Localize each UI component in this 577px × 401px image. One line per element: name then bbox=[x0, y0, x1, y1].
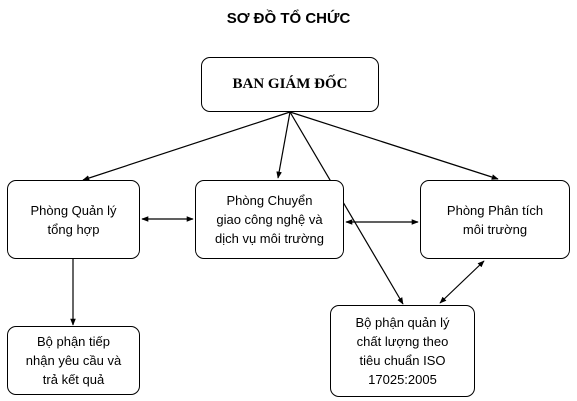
edge-ptmt-qlcl bbox=[439, 260, 485, 304]
edge-bgd-to-cgcn bbox=[276, 111, 291, 179]
node-ban-giam-doc: BAN GIÁM ĐỐC bbox=[201, 57, 379, 112]
node-bo-phan-quan-ly-chat-luong-label: Bộ phận quản lý chất lượng theo tiêu chu… bbox=[355, 315, 450, 387]
node-bo-phan-tiep-nhan: Bộ phận tiếp nhận yêu cầu và trả kết quả bbox=[7, 326, 140, 395]
node-ban-giam-doc-label: BAN GIÁM ĐỐC bbox=[232, 76, 348, 92]
node-bo-phan-quan-ly-chat-luong: Bộ phận quản lý chất lượng theo tiêu chu… bbox=[330, 305, 475, 397]
node-phong-quan-ly-tong-hop-label: Phòng Quản lý tổng hợp bbox=[30, 202, 117, 237]
node-phong-chuyen-giao-label: Phòng Chuyển giao công nghệ và dịch vụ m… bbox=[215, 193, 324, 246]
page-title: SƠ ĐỒ TỔ CHỨC bbox=[226, 10, 351, 27]
edge-bgd-to-qlth bbox=[82, 111, 291, 181]
node-phong-phan-tich-label: Phòng Phân tích môi trường bbox=[446, 202, 544, 237]
node-phong-quan-ly-tong-hop: Phòng Quản lý tổng hợp bbox=[7, 180, 140, 259]
edge-bgd-to-ptmt bbox=[289, 111, 499, 180]
node-phong-chuyen-giao: Phòng Chuyển giao công nghệ và dịch vụ m… bbox=[195, 180, 344, 259]
edge-bgd-to-qlcl bbox=[289, 111, 404, 305]
node-phong-phan-tich: Phòng Phân tích môi trường bbox=[420, 180, 570, 259]
node-bo-phan-tiep-nhan-label: Bộ phận tiếp nhận yêu cầu và trả kết quả bbox=[25, 334, 122, 387]
